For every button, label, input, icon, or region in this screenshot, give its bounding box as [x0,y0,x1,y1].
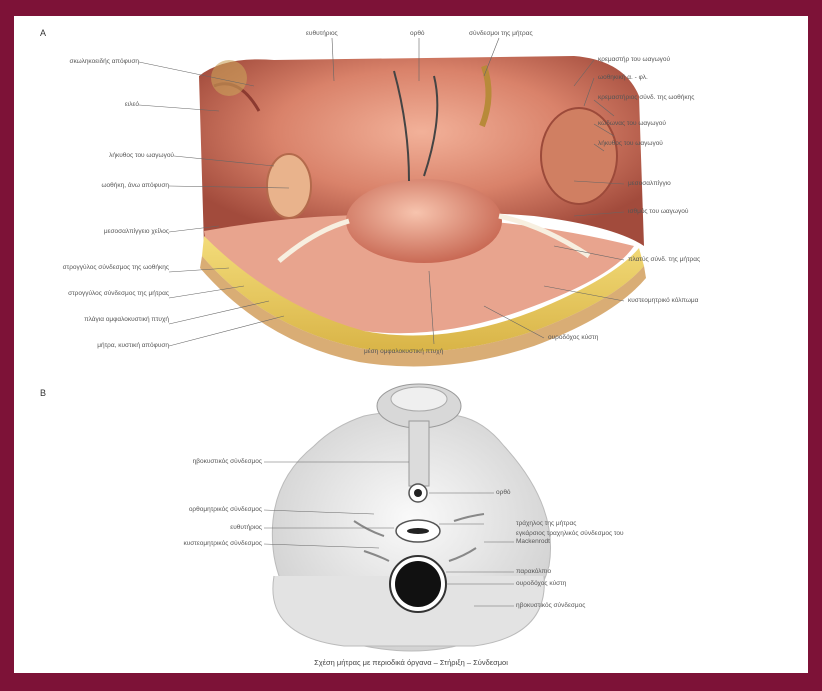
panel-b-letter: B [40,388,46,398]
label-mesovarium: μεσοσαλπίγγιο [628,180,671,188]
label-rectum-b: ορθό [496,489,511,497]
label-broad-ligament: πλατύς σύνδ. της μήτρας [628,256,700,264]
label-rectouterine: ορθομητρικός σύνδεσμος [74,506,262,514]
label-bladder: ουροδόχος κύστη [548,334,598,342]
label-vesico-pouch: μήτρα, κυστική απόφυση [44,342,169,350]
label-isthmus: ισθμός του ωαγωγού [628,208,688,216]
panel-a-illustration [199,56,646,366]
label-vesicouterine-b: κυστεομητρικός σύνδεσμος [74,540,262,548]
label-ampulla: λήκυθος του ωαγωγού [598,140,663,148]
label-fimbria: κώδωνας του ωαγωγού [598,120,666,128]
label-round-ligament-uterus: στρογγύλος σύνδεσμος της μήτρας [44,290,169,298]
label-rectum: ορθό [410,30,425,38]
label-ovary-left: ωοθήκη, άνω απόφυση [44,182,169,190]
label-median-fold: μέση ομφαλοκυστική πτυχή [364,348,443,356]
label-mesosalpinx: μεσοσαλπίγγειο χείλος [44,228,169,236]
figure-caption: Σχέση μήτρας με περιοδικά όργανα – Στήρι… [14,658,808,667]
label-uterine-ligaments: σύνδεσμοι της μήτρας [469,30,533,38]
label-paracolpium: παρακόλπιο [516,568,551,576]
label-suspensory-ligament: κρεμαστήριος σύνδ. της ωοθήκης [598,94,708,102]
label-uterus-b: ευθυτήριος [74,524,262,532]
label-ileocecal: σκωληκοειδής απόφυση [44,58,139,66]
label-cardinal-ligament: εγκάρσιος τραχηλικός σύνδεσμος του Macke… [516,530,646,546]
label-round-ligament-ovary: στρογγύλος σύνδεσμος της ωοθήκης [44,264,169,272]
label-ileum: ειλεό [44,101,139,109]
panel-a-letter: A [40,28,46,38]
figure-frame: A B σκωληκοειδής απόφυση ειλεό λήκυθος τ… [14,16,808,673]
label-vesico-fold: πλάγια ομφαλοκυστική πτυχή [44,316,169,324]
label-ureter-left: λήκυθος του ωαγωγού [44,152,174,160]
label-pubovesical-right: ηβοκυστικός σύνδεσμος [516,602,585,610]
label-cervix: τράχηλος της μήτρας [516,520,576,528]
label-sigmoid: ευθυτήριος [306,30,338,38]
label-pubovesical-left: ηβοκυστικός σύνδεσμος [74,458,262,466]
label-infundibulum: κρεμαστήρ του ωαγωγού [598,56,670,64]
label-vesicouterine-pouch: κυστεομητρικό κόλπωμα [628,297,698,305]
label-bladder-b: ουροδόχος κύστη [516,580,566,588]
panel-b-illustration [272,384,550,651]
label-ovarian-artery: ωοθηκική α. - φλ. [598,74,648,82]
